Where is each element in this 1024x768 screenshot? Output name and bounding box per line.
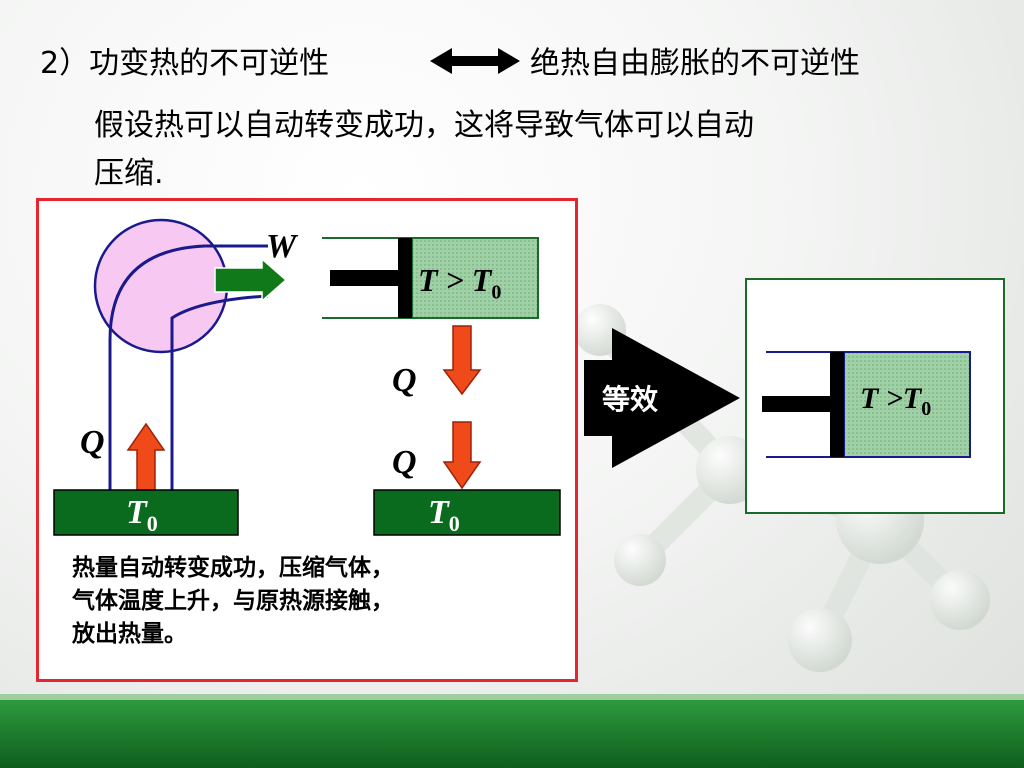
footer-bar: [0, 700, 1024, 768]
work-arrow: [214, 257, 288, 303]
engine-wire-left: [108, 244, 268, 490]
caption-line: 热量自动转变成功，压缩气体，: [72, 555, 394, 581]
heat-arrow-up: [126, 422, 166, 493]
reservoir-middle: [373, 489, 561, 536]
heat-label-top: Q: [392, 362, 417, 399]
title-line-3: 压缩.: [94, 156, 164, 191]
caption-line: 气体温度上升，与原热源接触，: [72, 588, 394, 614]
piston-rod: [330, 270, 398, 286]
molecule-decoration: [574, 304, 990, 672]
heat-arrow-down-2: [442, 421, 482, 490]
heat-label-left: Q: [80, 424, 105, 461]
title-line-1-right: 绝热自由膨胀的不可逆性: [530, 46, 860, 81]
title-line-1-left: 2）功变热的不可逆性: [40, 46, 330, 81]
work-label: W: [266, 228, 297, 265]
result-temperature-label: T >T0: [860, 382, 932, 420]
reservoir-left-label: T0: [126, 494, 158, 536]
heat-engine: [93, 218, 229, 354]
heat-label-bottom: Q: [392, 444, 417, 481]
caption-line: 放出热量。: [72, 621, 187, 647]
piston-head: [398, 238, 412, 318]
heat-arrow-down-1: [442, 325, 482, 396]
double-arrow-icon: [430, 48, 520, 74]
cylinder-temperature-label: T > T0: [418, 262, 502, 304]
engine-wire-right: [170, 294, 269, 490]
process-caption: 热量自动转变成功，压缩气体， 气体温度上升，与原热源接触， 放出热量。: [72, 552, 394, 651]
equivalent-label: 等效: [602, 383, 659, 416]
equivalent-arrow: [584, 328, 740, 468]
title-line-2: 假设热可以自动转变成功，这将导致气体可以自动: [94, 108, 754, 143]
reservoir-middle-label: T0: [428, 494, 460, 536]
reservoir-left: [53, 489, 239, 536]
